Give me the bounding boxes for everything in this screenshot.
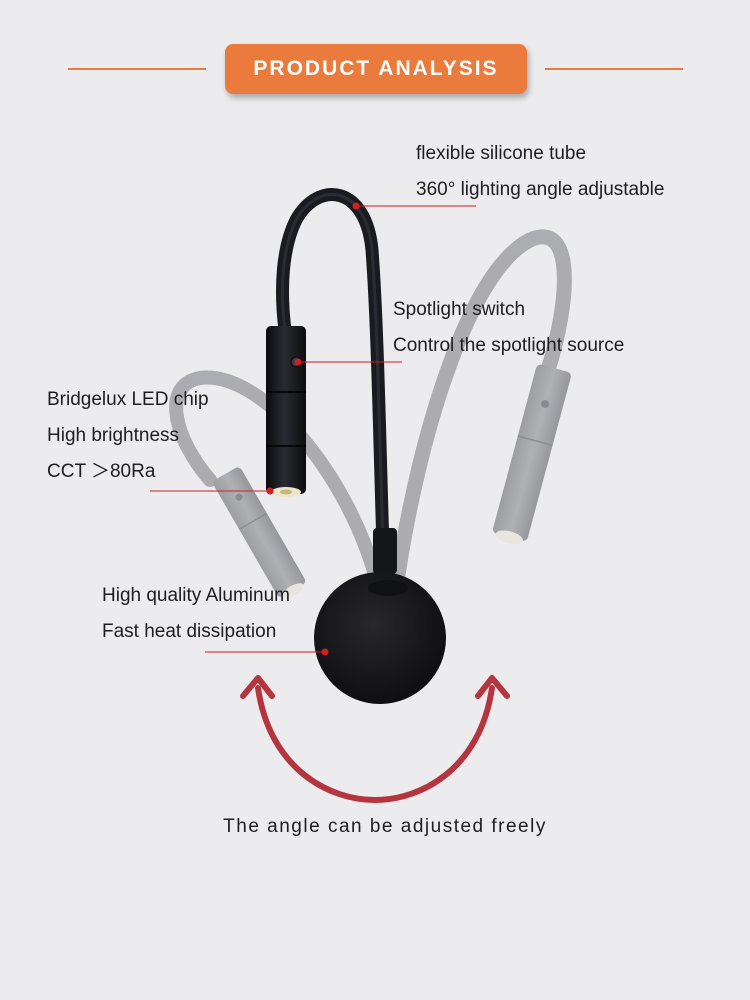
ghost-lamp-right	[390, 229, 572, 583]
chip-label-line2: High brightness	[47, 425, 180, 446]
header-rule-right	[545, 68, 683, 70]
badge-title: PRODUCT ANALYSIS	[253, 57, 499, 80]
chip-label-line3: CCT ＞80Ra	[47, 461, 156, 482]
angle-adjust-arrow	[240, 675, 510, 803]
switch-label-line2: Control the spotlight source	[393, 335, 625, 356]
header-rule-left	[68, 68, 206, 70]
main-lamp-head	[266, 326, 306, 497]
tube-label-line2: 360° lighting angle adjustable	[416, 179, 665, 200]
product-analysis-badge: PRODUCT ANALYSIS	[225, 44, 527, 94]
body-label-line1: High quality Aluminum	[102, 585, 290, 606]
chip-label-line1: Bridgelux LED chip	[47, 389, 209, 410]
switch-label-line1: Spotlight switch	[393, 299, 526, 320]
pointer-lines	[150, 202, 476, 656]
angle-caption: The angle can be adjusted freely	[223, 816, 547, 837]
ghost-lamp-left	[169, 370, 382, 599]
body-label-line2: Fast heat dissipation	[102, 621, 277, 642]
tube-label-line1: flexible silicone tube	[416, 143, 587, 164]
wall-plate-disc	[314, 572, 446, 704]
